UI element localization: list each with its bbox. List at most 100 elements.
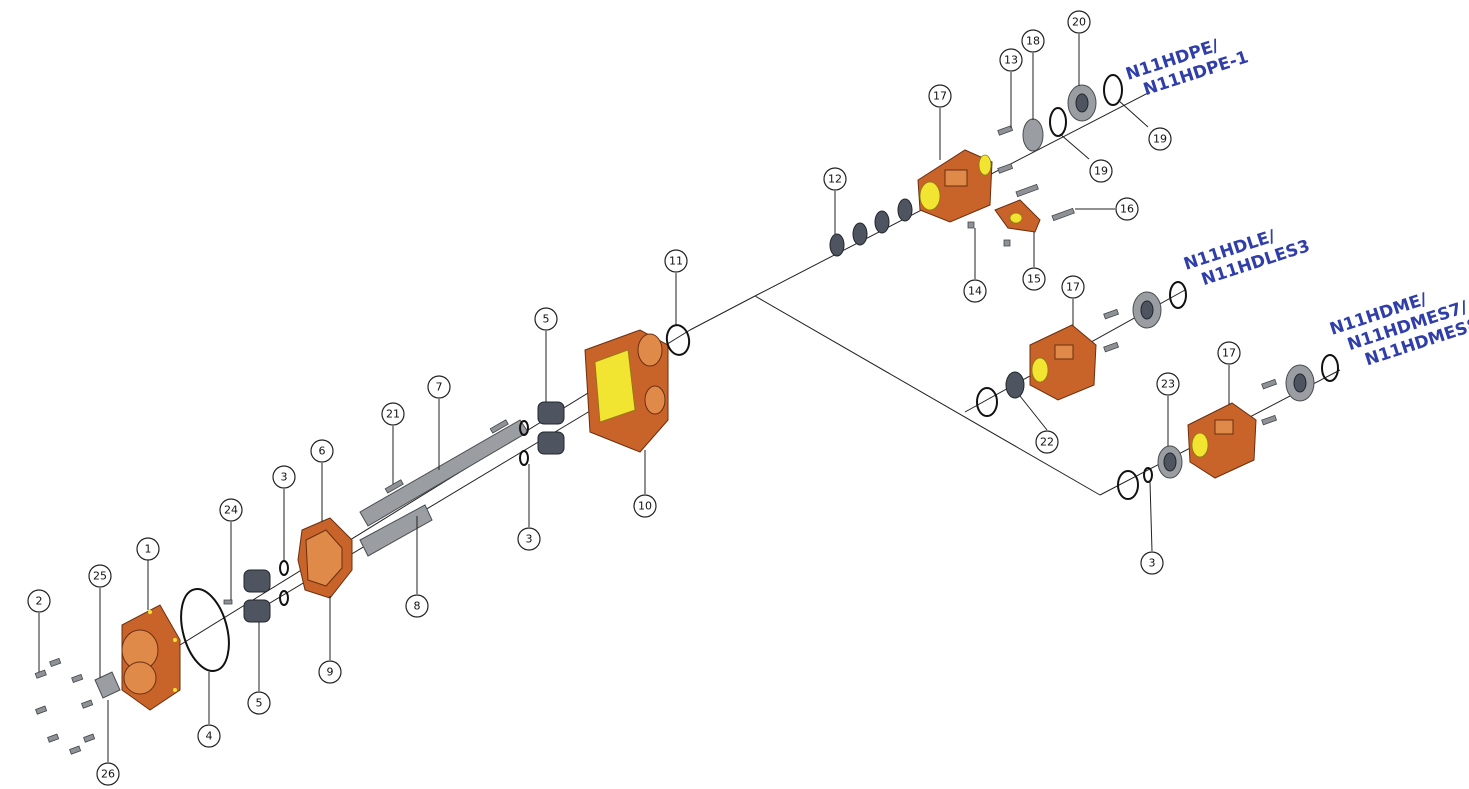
callout-circle — [963, 279, 987, 303]
callout-20: 20 — [1067, 10, 1091, 34]
bearing-bracket-hdme — [1187, 402, 1257, 479]
lip-seal — [1005, 371, 1025, 399]
callout-number: 12 — [828, 173, 842, 186]
pump-cover — [121, 604, 181, 711]
callout-9: 9 — [318, 660, 342, 684]
callout-number: 10 — [638, 500, 652, 513]
callout-number: 2 — [36, 595, 43, 608]
callout-24: 24 — [219, 498, 243, 522]
callout-number: 3 — [1149, 557, 1156, 570]
model-label-hdle: N11HDLE/ N11HDLES3 — [1181, 226, 1312, 290]
callout-1: 1 — [136, 537, 160, 561]
casing-o-ring — [665, 324, 691, 356]
callout-circle — [247, 691, 271, 715]
callout-number: 19 — [1094, 165, 1108, 178]
callout-4: 4 — [197, 724, 221, 748]
model-label-hdme: N11HDME/ N11HDMES7/ N11HDMES8 — [1327, 289, 1469, 370]
callout-circle — [664, 249, 688, 273]
o-ring-left-lower — [279, 590, 289, 606]
callout-circle — [1089, 159, 1113, 183]
callout-6: 6 — [310, 439, 334, 463]
callout-number: 22 — [1040, 436, 1054, 449]
hdme-snap-ring — [1321, 354, 1339, 382]
cover-bolts — [34, 657, 96, 755]
callout-circle — [96, 762, 120, 786]
hdme-o-ring — [1117, 470, 1139, 500]
model-label-hdpe: N11HDPE/ N11HDPE-1 — [1123, 36, 1251, 100]
callout-circle — [1021, 29, 1045, 53]
callout-circle — [1035, 430, 1059, 454]
callout-circle — [1061, 275, 1085, 299]
callout-number: 17 — [1066, 281, 1080, 294]
callout-group: 1225264245369217853101112171318201919161… — [27, 10, 1241, 786]
ball-bearing-hdme — [1285, 364, 1315, 402]
callout-25: 25 — [88, 564, 112, 588]
gasket-ring — [180, 588, 230, 672]
callout-circle — [310, 439, 334, 463]
callout-12: 12 — [823, 167, 847, 191]
callout-26: 26 — [96, 762, 120, 786]
o-ring-mid-upper — [519, 420, 529, 436]
pump-casing — [584, 329, 669, 453]
callout-circle — [27, 589, 51, 613]
callout-circle — [1217, 341, 1241, 365]
bearing-bracket-hdpe — [917, 149, 993, 223]
shafts — [359, 419, 529, 557]
callout-8: 8 — [405, 594, 429, 618]
o-ring-mid-lower — [519, 450, 529, 466]
callout-number: 3 — [526, 533, 533, 546]
callout-circle — [197, 724, 221, 748]
dowel-pin — [223, 599, 233, 605]
callout-23: 23 — [1156, 372, 1180, 396]
callout-number: 5 — [256, 697, 263, 710]
callout-14: 14 — [963, 279, 987, 303]
callout-3: 3 — [1140, 551, 1164, 575]
callout-7: 7 — [427, 375, 451, 399]
callout-18: 18 — [1021, 29, 1045, 53]
hdle-o-ring — [976, 387, 998, 417]
bushings-left — [243, 569, 271, 623]
callout-circle — [381, 402, 405, 426]
ball-bearing-hdpe — [1067, 84, 1097, 122]
callout-number: 18 — [1026, 35, 1040, 48]
bearing-bracket-hdle — [1029, 324, 1097, 401]
hdme-small-ring — [1143, 467, 1153, 483]
bracket-bolts — [967, 125, 1075, 247]
callout-circle — [823, 167, 847, 191]
callout-circle — [1022, 267, 1046, 291]
callout-circle — [219, 498, 243, 522]
callout-circle — [517, 527, 541, 551]
callout-number: 11 — [669, 255, 683, 268]
callout-number: 7 — [436, 381, 443, 394]
callout-17: 17 — [1217, 341, 1241, 365]
callout-number: 19 — [1153, 133, 1167, 146]
callout-circle — [1148, 127, 1172, 151]
callout-circle — [633, 494, 657, 518]
callout-circle — [405, 594, 429, 618]
callout-circle — [999, 48, 1023, 72]
callout-circle — [1115, 197, 1139, 221]
snap-ring-b — [1103, 74, 1123, 106]
callout-16: 16 — [1115, 197, 1139, 221]
callout-number: 5 — [543, 313, 550, 326]
packing-rings — [829, 198, 913, 257]
callout-number: 23 — [1161, 378, 1175, 391]
hdle-snap-ring — [1169, 281, 1187, 309]
nameplate — [94, 671, 121, 699]
o-ring-left-upper — [279, 560, 289, 576]
callout-3: 3 — [517, 527, 541, 551]
callout-number: 20 — [1072, 16, 1086, 29]
callout-number: 3 — [281, 471, 288, 484]
callout-number: 25 — [93, 570, 107, 583]
callout-number: 26 — [101, 768, 115, 781]
callout-number: 4 — [206, 730, 213, 743]
callout-circle — [534, 307, 558, 331]
callout-5: 5 — [534, 307, 558, 331]
packing-gland — [994, 199, 1041, 233]
callout-number: 24 — [224, 504, 238, 517]
callout-number: 16 — [1120, 203, 1134, 216]
idler-gears — [297, 517, 353, 599]
callout-circle — [427, 375, 451, 399]
thrust-washer — [1022, 118, 1044, 152]
